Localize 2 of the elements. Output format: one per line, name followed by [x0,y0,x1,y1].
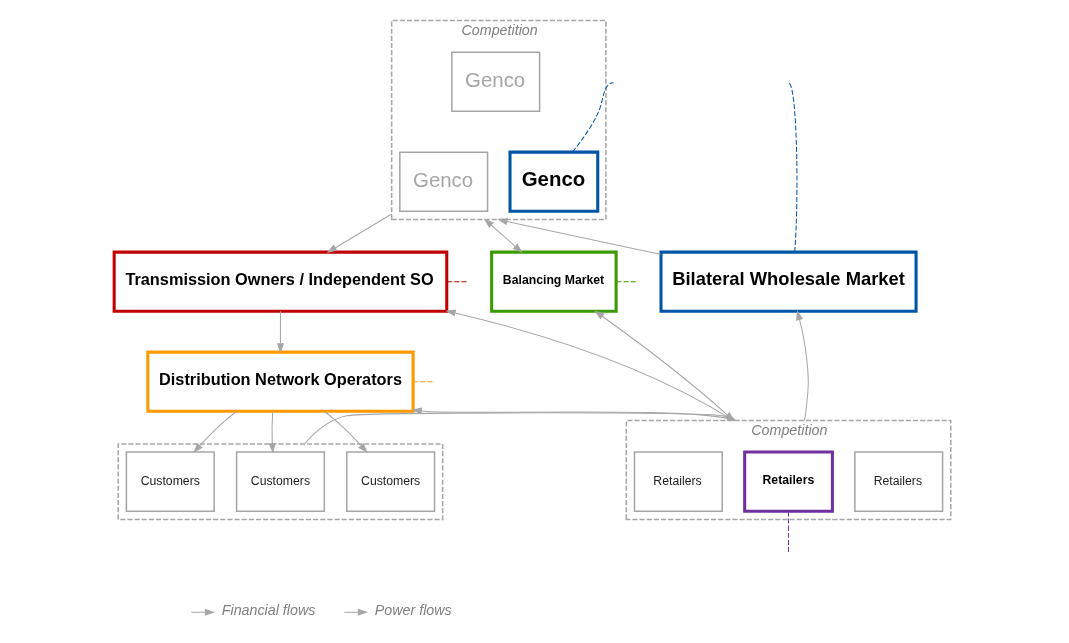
legend-label: Financial flows [221,602,316,619]
legend-label: Power flows [374,602,452,619]
